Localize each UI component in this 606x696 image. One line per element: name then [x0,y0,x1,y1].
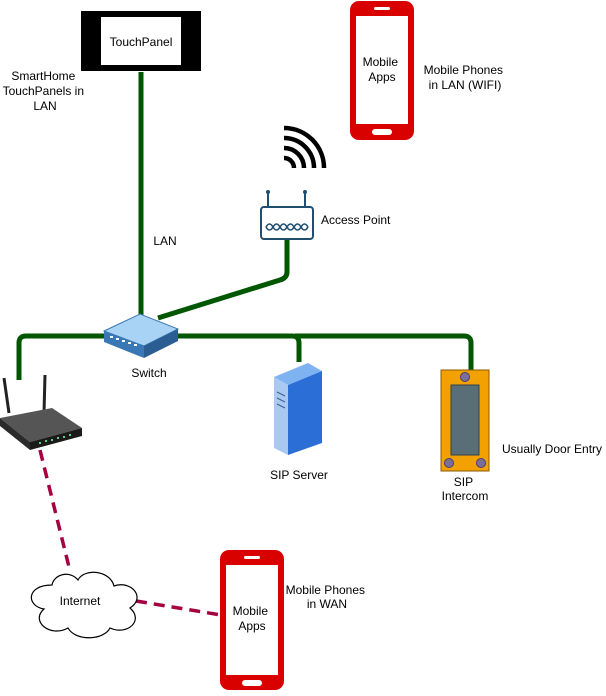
intercom-panel [450,384,480,456]
sip-intercom-caption-line-1: SIP [454,475,473,489]
link-switch-intercom [295,333,474,370]
mobile-wan-home-button [242,680,262,686]
lan-link-label: LAN [153,234,176,248]
mobile-wan-screen [226,565,278,675]
internet-label: Internet [60,594,101,608]
sip-server-icon[interactable] [274,363,322,455]
touchpanel-caption: SmartHome TouchPanels in LAN [3,69,88,113]
mobile-wan-caption: Mobile Phones in WAN [286,583,369,611]
touchpanel-label: TouchPanel [110,35,173,49]
switch-icon[interactable] [102,313,180,358]
mobile-lan-speaker [374,7,390,10]
mobile-lan-label-line-2: Apps [368,70,395,84]
mobile-lan-label: Mobile Apps [363,55,402,84]
mobile-lan-screen [356,16,408,124]
touchpanel-caption-line-3: LAN [33,99,56,113]
link-internet-mobilewan [135,599,222,617]
access-point-icon[interactable] [260,190,314,240]
mobile-wan-speaker [244,556,260,559]
touchpanel-screen [101,17,181,65]
router-icon[interactable] [0,374,82,450]
sip-intercom-note: Usually Door Entry [502,442,602,456]
internet-cloud[interactable]: Internet [30,571,138,639]
link-accesspoint-switch [157,240,290,321]
mobile-wan-node[interactable]: Mobile Apps [220,550,284,690]
mobile-lan-caption-line-1: Mobile Phones [424,63,503,77]
sip-server-caption: SIP Server [270,468,328,482]
link-router-internet [38,449,72,572]
cloud-shape-icon [30,571,138,639]
mobile-lan-node[interactable]: Mobile Apps [350,1,414,140]
mobile-wan-caption-line-2: in WAN [307,597,347,611]
link-switch-router [16,333,110,380]
mobile-lan-caption-line-2: in LAN (WIFI) [429,78,502,92]
sip-intercom-node[interactable] [440,369,490,472]
link-switch-server [176,333,302,362]
sip-intercom-caption-line-2: Intercom [442,489,489,503]
mobile-lan-label-line-1: Mobile [363,55,399,69]
lan-links [16,72,474,380]
mobile-lan-home-button [372,129,392,135]
touchpanel-caption-line-2: TouchPanels in [3,84,84,98]
wan-links [38,449,222,617]
access-point-caption: Access Point [321,213,391,227]
mobile-lan-caption: Mobile Phones in LAN (WIFI) [424,63,507,92]
mobile-wan-caption-line-1: Mobile Phones [286,583,365,597]
switch-caption: Switch [131,366,166,380]
mobile-wan-label: Mobile Apps [233,604,272,633]
touchpanel-caption-line-1: SmartHome [11,69,75,83]
touchpanel-node[interactable]: TouchPanel [81,11,201,71]
mobile-wan-label-line-1: Mobile [233,604,269,618]
mobile-wan-label-line-2: Apps [238,619,265,633]
wifi-signal-icon [283,125,327,169]
sip-intercom-caption: SIP Intercom [442,475,489,503]
